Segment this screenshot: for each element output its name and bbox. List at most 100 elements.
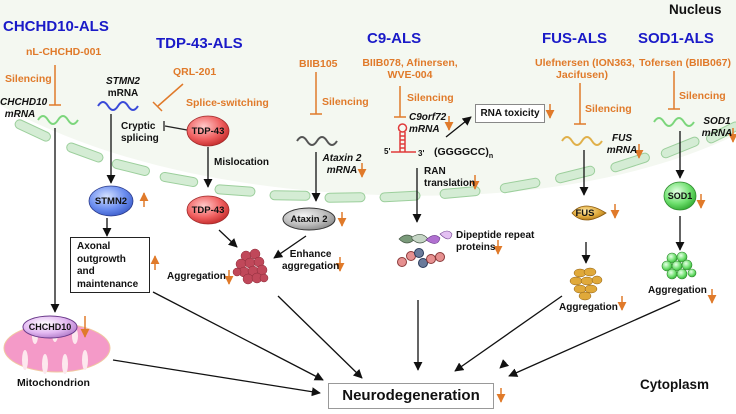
stmn2-mrna-line1: STMN2 [106, 76, 140, 87]
mislocation-label: Mislocation [214, 157, 270, 168]
nuclear-membrane [14, 119, 736, 203]
stmn2-node [88, 185, 134, 217]
fus-drug: Ulefnersen (ION363, Jacifusen) [535, 57, 635, 82]
stmn2-mrna-line2: mRNA [107, 87, 139, 99]
fus-mrna-label: FUS mRNA [605, 133, 639, 156]
arrow-sod1-agg-to-neuro [508, 299, 681, 377]
chchd10-mrna-line2: mRNA [4, 108, 36, 120]
axonal-line2: outgrowth [77, 253, 126, 265]
chchd10-mechanism: Silencing [5, 73, 52, 85]
ataxin2-node [282, 207, 336, 231]
cryptic-line1: Cryptic [121, 121, 156, 132]
axonal-line1: Axonal [77, 241, 111, 252]
cytoplasm-label: Cytoplasm [640, 377, 710, 392]
dpr-label: Dipeptide repeat proteins [456, 230, 534, 253]
tdp43-nucleus-label: TDP-43 [191, 125, 225, 137]
ataxin2-mrna-wave [296, 136, 338, 146]
sod1-drug: Tofersen (BIIB067) [639, 57, 731, 69]
ataxin2-mrna-line2: mRNA [326, 164, 358, 176]
tdp43-inhibits-splicing [163, 121, 188, 131]
sod1-mrna-wave [653, 117, 695, 127]
repeat-label: (GGGGCC)n [434, 146, 493, 161]
enhance-line1: Enhance [289, 249, 332, 260]
ran-translation-label: RAN translation [424, 166, 475, 189]
ran-line2: translation [424, 177, 476, 189]
arrow-tdp43-agg-to-neuro [277, 295, 363, 379]
repeat-seq: (GGGGCC) [434, 146, 489, 158]
ataxin2-mrna-line1: Ataxin 2 [322, 153, 362, 164]
ataxin2-mrna-label: Ataxin 2 mRNA [320, 153, 364, 176]
sod1-mrna-label: SOD1 mRNA [700, 116, 734, 139]
chchd10-mrna-wave [37, 115, 79, 125]
mitochondrion-label: Mitochondrion [17, 377, 90, 389]
ran-line1: RAN [424, 166, 446, 177]
c9orf72-mrna-label: C9orf72 mRNA [409, 112, 446, 135]
rna-toxicity-box: RNA toxicity [475, 104, 545, 123]
c9-drug-line1: BIIB078, Afinersen, [362, 57, 458, 69]
tdp43-drug: QRL-201 [173, 66, 217, 78]
axonal-outgrowth-box: Axonal outgrowth and maintenance [70, 237, 150, 293]
dipeptide-repeat-proteins [397, 230, 453, 268]
chchd10-drug: nL-CHCHD-001 [26, 46, 102, 58]
fus-als-title: FUS-ALS [542, 30, 607, 47]
sod1-node [663, 181, 697, 211]
tdp43-cyto-node [186, 195, 230, 225]
inhibition-lines [49, 65, 680, 125]
tdp43-mechanism: Splice-switching [186, 97, 269, 109]
c9-mrna-line2: mRNA [409, 123, 440, 135]
axonal-line4: maintenance [77, 278, 139, 290]
axonal-line3: and [77, 266, 95, 277]
fus-mrna-line2: mRNA [606, 144, 638, 156]
tdp43-nucleus-node [186, 115, 230, 147]
indicator-arrows [80, 104, 736, 403]
nucleus-label: Nucleus [669, 2, 722, 17]
tdp43-als-title: TDP-43-ALS [156, 35, 243, 52]
stmn2-label: STMN2 [94, 195, 128, 207]
ataxin2-mechanism: Silencing [322, 96, 369, 108]
chchd10-node [22, 315, 78, 339]
sod1-label: SOD1 [667, 191, 693, 201]
neurodegeneration-box: Neurodegeneration [328, 383, 494, 409]
pathway-arrows [50, 114, 685, 397]
chchd10-mrna-line1: CHCHD10 [0, 97, 48, 108]
sod1-mrna-line1: SOD1 [703, 116, 731, 127]
fus-node [571, 205, 607, 221]
stmn2-mrna-label: STMN2 mRNA [104, 76, 142, 99]
chchd10-als-title: CHCHD10-ALS [3, 18, 109, 35]
sod1-aggregate [661, 251, 697, 280]
sod1-aggregation-label: Aggregation [648, 285, 707, 296]
cryptic-line2: splicing [121, 132, 159, 144]
fus-drug-line2: Jacifusen) [556, 69, 608, 82]
fus-mrna-line1: FUS [612, 133, 632, 144]
c9orf72-hairpin [391, 123, 416, 153]
chchd10-label: CHCHD10 [28, 322, 72, 332]
sod1-mechanism: Silencing [679, 90, 726, 102]
arrow-mito-to-neuro [112, 359, 321, 397]
arrow-axonal-to-neuro [152, 291, 324, 381]
arrow-to-rna-toxicity [445, 116, 472, 138]
arrow-ataxin2-to-aggregation [273, 235, 307, 259]
fus-drug-line1: Ulefnersen (ION363, [535, 57, 635, 69]
arrow-fus-agg-to-neuro [454, 295, 563, 372]
sod1-als-title: SOD1-ALS [638, 30, 714, 47]
c9-drug: BIIB078, Afinersen, WVE-004 [361, 57, 459, 81]
fus-mechanism: Silencing [585, 103, 632, 115]
fus-aggregation-label: Aggregation [559, 302, 618, 313]
fus-label: FUS [575, 207, 595, 219]
nucleus-region [0, 0, 736, 196]
ataxin2-label: Ataxin 2 [290, 213, 328, 225]
tdp43-aggregate [232, 248, 269, 285]
dpr-line1: Dipeptide repeat [456, 230, 535, 241]
c9-mrna-line1: C9orf72 [409, 112, 447, 123]
fus-aggregate [569, 267, 603, 301]
tdp43-cyto-label: TDP-43 [191, 204, 225, 216]
enhance-line2: aggregation [282, 260, 340, 272]
enhance-aggregation-label: Enhance aggregation [282, 249, 339, 272]
sod1-mrna-line2: mRNA [701, 127, 733, 139]
stmn2-mrna-wave [97, 101, 139, 111]
c9-als-title: C9-ALS [367, 30, 422, 47]
c9-drug-line2: WVE-004 [387, 69, 433, 82]
dpr-line2: proteins [456, 241, 496, 253]
